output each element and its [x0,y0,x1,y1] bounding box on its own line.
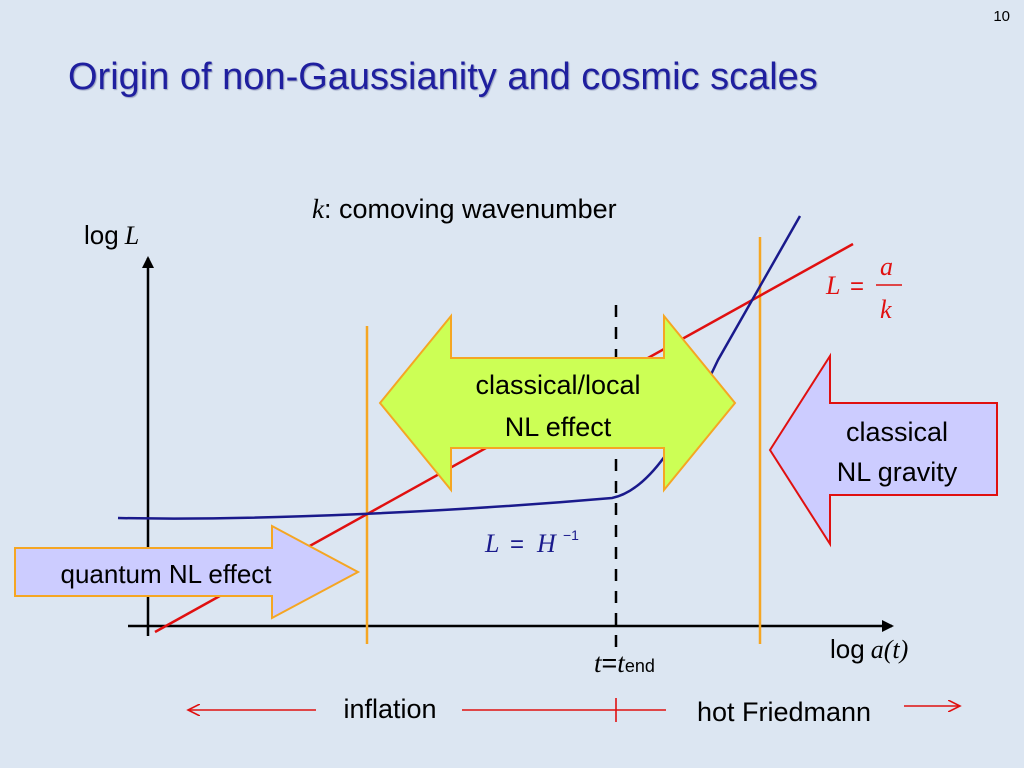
svg-text:=: = [850,273,864,300]
hot-friedmann-label: hot Friedmann [697,697,871,727]
end-time-label: t=tend [594,648,655,678]
classical-local-line2: NL effect [505,412,612,442]
comoving-scale-label: L = a k [825,252,902,324]
svg-text:=: = [510,531,524,558]
hubble-radius-label: L = H −1 [484,527,579,558]
svg-text:L: L [484,529,499,558]
svg-text:a: a [880,252,893,281]
quantum-nl-arrow: quantum NL effect [14,524,361,620]
classical-gravity-arrow: classical NL gravity [768,352,998,548]
svg-text:H: H [536,529,557,558]
wavenumber-note: k: comoving wavenumber [312,194,617,224]
page-number: 10 [993,8,1010,25]
svg-text:k: k [880,295,892,324]
svg-text:L: L [825,271,840,300]
classical-local-arrow: classical/local NL effect [378,313,737,493]
classical-local-line1: classical/local [475,370,640,400]
classical-gravity-line1: classical [846,417,948,447]
classical-gravity-line2: NL gravity [837,457,958,487]
svg-text:−1: −1 [563,527,579,543]
slide-title: Origin of non-Gaussianity and cosmic sca… [68,56,818,98]
quantum-nl-text: quantum NL effect [60,559,272,589]
inflation-label: inflation [343,694,436,724]
